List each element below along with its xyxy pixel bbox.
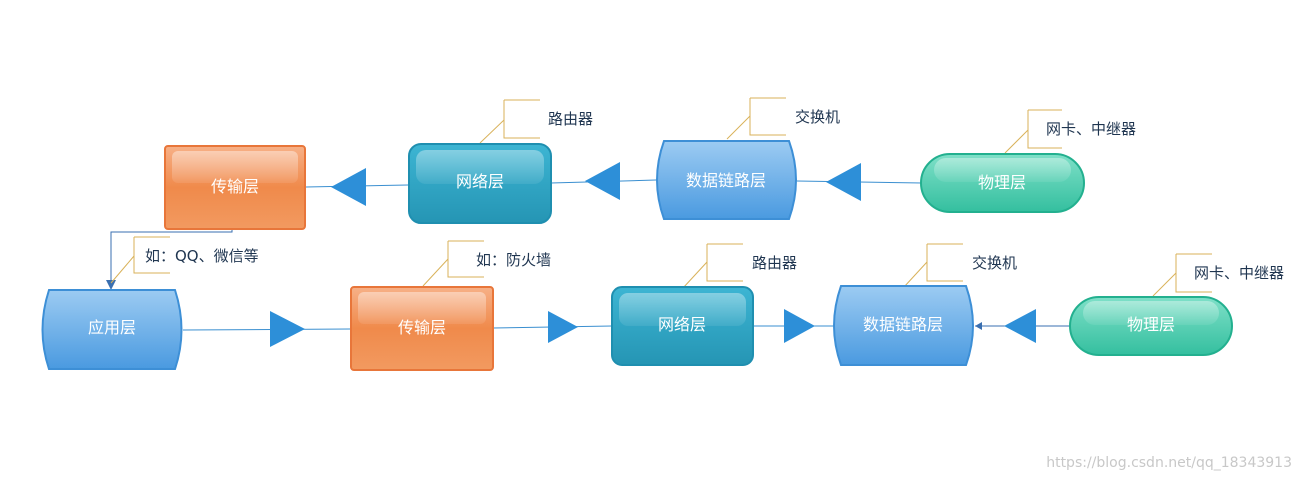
bottom-physical-label: 物理层 — [1127, 315, 1175, 334]
arrow-left-icon — [585, 162, 620, 200]
callout-bracket — [1027, 110, 1062, 149]
callout-bottom-router: 路由器 — [752, 254, 797, 272]
callout-leader — [110, 255, 135, 284]
top-network-node: 网络层 — [408, 143, 552, 224]
arrow-left-icon — [331, 168, 366, 206]
callout-bottom-switch: 交换机 — [972, 254, 1017, 272]
top-physical-node: 物理层 — [920, 153, 1085, 213]
top-network-label: 网络层 — [456, 172, 504, 191]
top-transport-node: 传输层 — [164, 145, 306, 230]
arrow-left-icon — [1004, 309, 1036, 343]
connector-line — [182, 328, 351, 331]
callout-top-switch: 交换机 — [795, 108, 840, 126]
callout-leader — [682, 261, 708, 289]
callout-bracket — [133, 237, 170, 274]
bottom-datalink-label: 数据链路层 — [863, 315, 943, 334]
callout-leader — [479, 119, 505, 144]
arrow-left-icon — [975, 322, 982, 330]
bottom-application-node: 应用层 — [41, 289, 183, 370]
bottom-application-label: 应用层 — [88, 318, 136, 337]
callout-leader — [726, 115, 751, 140]
bottom-physical-node: 物理层 — [1069, 296, 1233, 356]
bottom-network-node: 网络层 — [611, 286, 754, 366]
callout-top-router: 路由器 — [548, 110, 593, 128]
bottom-transport-node: 传输层 — [350, 286, 494, 371]
watermark: https://blog.csdn.net/qq_18343913 — [1046, 455, 1292, 471]
top-row-connectors — [305, 162, 923, 206]
callout-leader — [903, 261, 928, 288]
callout-bracket — [706, 244, 743, 282]
callout-bracket — [926, 244, 963, 282]
callout-app-example: 如：QQ、微信等 — [145, 247, 259, 265]
transport-to-application-connector — [106, 230, 233, 290]
arrow-right-icon — [548, 311, 578, 343]
callout-bracket — [1175, 254, 1212, 293]
callouts — [110, 97, 1212, 297]
callout-leader — [422, 258, 449, 287]
top-transport-label: 传输层 — [211, 177, 259, 196]
bottom-transport-label: 传输层 — [398, 318, 446, 337]
arrow-right-icon — [270, 311, 305, 347]
bottom-datalink-node: 数据链路层 — [833, 285, 974, 366]
bottom-network-label: 网络层 — [658, 315, 706, 334]
callout-bracket — [447, 241, 484, 278]
top-datalink-node: 数据链路层 — [656, 140, 797, 220]
bottom-row-connectors — [182, 309, 1070, 347]
arrow-left-icon — [826, 163, 861, 201]
callout-bottom-nic: 网卡、中继器 — [1194, 264, 1284, 282]
top-physical-label: 物理层 — [978, 173, 1026, 192]
callout-bracket — [749, 98, 786, 136]
callout-bracket — [503, 100, 540, 139]
arrow-right-icon — [784, 309, 815, 343]
arrow-down-icon — [106, 280, 116, 290]
callout-leader — [1152, 272, 1177, 297]
top-datalink-label: 数据链路层 — [686, 171, 766, 190]
callout-leader — [1004, 129, 1029, 154]
callout-top-nic: 网卡、中继器 — [1046, 120, 1136, 138]
callout-firewall: 如：防火墙 — [476, 251, 551, 269]
